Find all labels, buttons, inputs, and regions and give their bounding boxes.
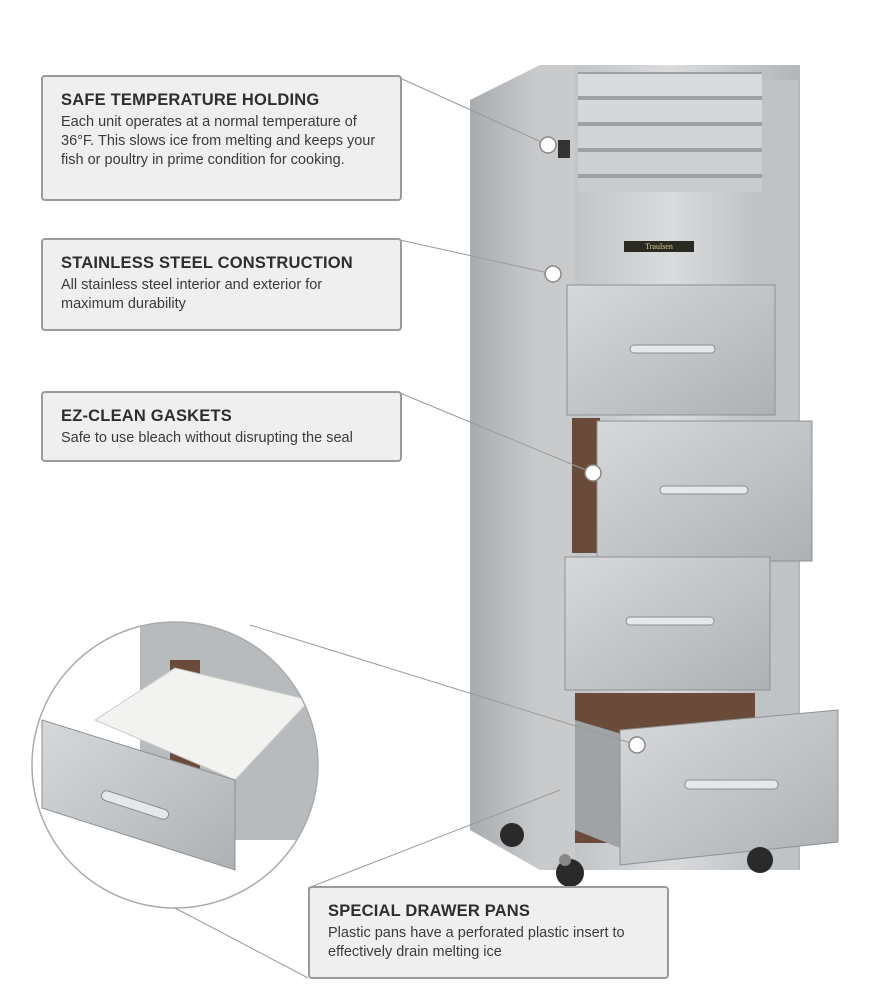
thermometer-display <box>558 140 570 158</box>
callout-title: EZ-CLEAN GASKETS <box>61 407 232 425</box>
hotspot-stainless[interactable] <box>544 265 562 283</box>
drawer-4 <box>619 709 839 866</box>
callout-safe-temperature: SAFE TEMPERATURE HOLDING Each unit opera… <box>41 75 402 201</box>
callout-text: Plastic pans have a perforated plastic i… <box>328 925 625 960</box>
callout-title: SPECIAL DRAWER PANS <box>328 902 531 920</box>
vent-louvers <box>578 72 762 192</box>
callout-stainless-steel: STAINLESS STEEL CONSTRUCTION All stainle… <box>41 238 402 331</box>
drawer-pan-detail-inset <box>32 622 318 908</box>
hotspot-dots <box>539 136 646 754</box>
callout-text: All stainless steel interior and exterio… <box>61 277 323 312</box>
hotspot-gaskets[interactable] <box>584 464 602 482</box>
callout-title: STAINLESS STEEL CONSTRUCTION <box>61 254 353 272</box>
cabinet <box>470 65 839 887</box>
drawer-1 <box>566 284 776 416</box>
drawer-2 <box>596 420 813 562</box>
leader-lines <box>174 77 638 979</box>
hotspot-drawer-pans[interactable] <box>628 736 646 754</box>
brand-logo: Traulsen <box>624 241 694 252</box>
drawer-3 <box>564 556 771 691</box>
casters <box>500 823 773 887</box>
callout-text: Safe to use bleach without disrupting th… <box>61 430 353 446</box>
callout-drawer-pans: SPECIAL DRAWER PANS Plastic pans have a … <box>308 886 669 979</box>
hotspot-temperature[interactable] <box>539 136 557 154</box>
callout-text: Each unit operates at a normal temperatu… <box>61 114 376 168</box>
callout-title: SAFE TEMPERATURE HOLDING <box>61 91 320 109</box>
callout-ez-clean-gaskets: EZ-CLEAN GASKETS Safe to use bleach with… <box>41 391 402 462</box>
